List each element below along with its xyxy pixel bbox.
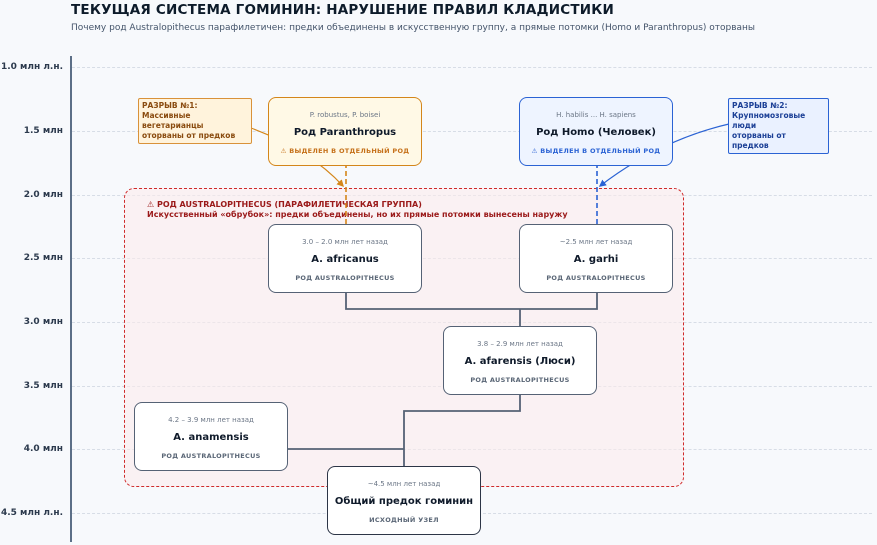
axis-tick-label: 1.5 млн	[23, 126, 63, 136]
axis-tick-label: 3.0 млн	[23, 317, 63, 327]
node-name: Общий предок гоминин	[334, 496, 474, 507]
page-title: ТЕКУЩАЯ СИСТЕМА ГОМИНИН: НАРУШЕНИЕ ПРАВИ…	[71, 2, 615, 18]
node-genus: ИСХОДНЫЙ УЗЕЛ	[369, 516, 439, 524]
callout-gap-1-line: оторваны от предков	[142, 131, 236, 140]
node-name: A. anamensis	[173, 432, 249, 443]
callout-gap-1-title: РАЗРЫВ №1:	[142, 101, 198, 110]
axis-tick-label: 3.5 млн	[23, 381, 63, 391]
callout-gap-2-title: РАЗРЫВ №2:	[732, 101, 788, 110]
branch-line	[403, 395, 521, 466]
node-date: 4.2 – 3.9 млн лет назад	[168, 416, 254, 424]
axis-tick-label: 2.0 млн	[23, 190, 63, 200]
node-species: H. habilis ... H. sapiens	[556, 111, 636, 119]
node-name: Род Paranthropus	[293, 127, 397, 138]
node-date: 3.0 – 2.0 млн лет назад	[302, 238, 388, 246]
node-genus: РОД AUSTRALOPITHECUS	[470, 376, 570, 384]
group-title: ⚠ РОД AUSTRALOPITHECUS (ПАРАФИЛЕТИЧЕСКАЯ…	[147, 200, 422, 209]
node-date: ~2.5 млн лет назад	[559, 238, 633, 246]
callout-gap-2-line: Крупномозговые люди	[732, 111, 806, 130]
callout-gap-1: РАЗРЫВ №1: Массивные вегетарианцы оторва…	[138, 98, 252, 144]
node-genus: РОД AUSTRALOPITHECUS	[161, 452, 261, 460]
node-genus: ⚠ ВЫДЕЛЕН В ОТДЕЛЬНЫЙ РОД	[280, 147, 410, 155]
axis-tick-label: 4.5 млн л.н.	[0, 508, 63, 518]
grid-line	[72, 131, 872, 132]
node-species: P. robustus, P. boisei	[309, 111, 381, 119]
node-africanus: 3.0 – 2.0 млн лет назад A. africanus РОД…	[268, 224, 422, 293]
node-common-ancestor: ~4.5 млн лет назад Общий предок гоминин …	[327, 466, 481, 535]
page-subtitle: Почему род Australopithecus парафилетиче…	[71, 23, 756, 33]
node-afarensis: 3.8 – 2.9 млн лет назад A. afarensis (Лю…	[443, 326, 597, 395]
branch-line	[345, 293, 598, 310]
time-axis	[70, 56, 72, 542]
node-date: ~4.5 млн лет назад	[367, 480, 441, 488]
callout-gap-2-line: оторваны от предков	[732, 131, 786, 150]
node-name: Род Homo (Человек)	[536, 127, 656, 138]
node-genus: РОД AUSTRALOPITHECUS	[295, 274, 395, 282]
node-name: A. garhi	[573, 254, 619, 265]
node-name: A. africanus	[311, 254, 379, 265]
group-subtitle: Искусственный «обрубок»: предки объедине…	[147, 210, 568, 219]
grid-line	[72, 67, 872, 68]
node-paranthropus: P. robustus, P. boisei Род Paranthropus …	[268, 97, 422, 166]
node-name: A. afarensis (Люси)	[464, 356, 576, 367]
node-anamensis: 4.2 – 3.9 млн лет назад A. anamensis РОД…	[134, 402, 288, 471]
node-genus: ⚠ ВЫДЕЛЕН В ОТДЕЛЬНЫЙ РОД	[531, 147, 661, 155]
axis-tick-label: 1.0 млн л.н.	[0, 62, 63, 72]
node-genus: РОД AUSTRALOPITHECUS	[546, 274, 646, 282]
node-date: 3.8 – 2.9 млн лет назад	[477, 340, 563, 348]
node-homo: H. habilis ... H. sapiens Род Homo (Чело…	[519, 97, 673, 166]
callout-gap-2: РАЗРЫВ №2: Крупномозговые люди оторваны …	[728, 98, 829, 154]
axis-tick-label: 2.5 млн	[23, 253, 63, 263]
axis-tick-label: 4.0 млн	[23, 444, 63, 454]
callout-gap-1-line: Массивные вегетарианцы	[142, 111, 204, 130]
node-garhi: ~2.5 млн лет назад A. garhi РОД AUSTRALO…	[519, 224, 673, 293]
